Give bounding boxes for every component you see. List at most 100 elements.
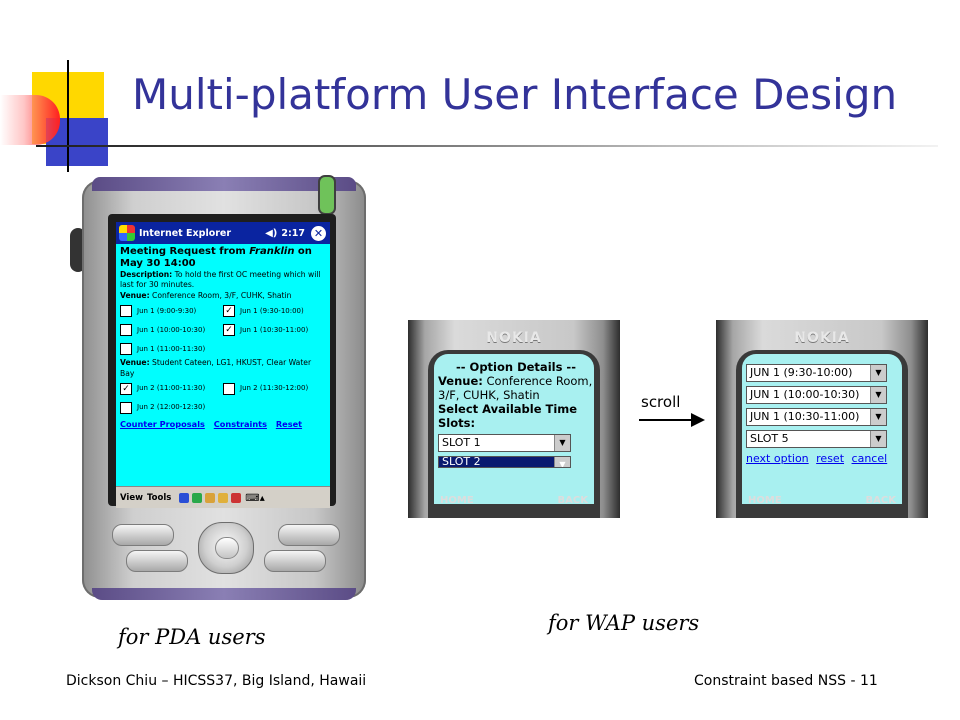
reset-link[interactable]: reset: [816, 452, 845, 465]
slot-select-value: SLOT 5: [750, 432, 789, 445]
venue1: Venue: Conference Room, 3/F, CUHK, Shati…: [120, 291, 326, 301]
right-arrow-icon: [639, 413, 705, 427]
reset-link[interactable]: Reset: [275, 419, 303, 430]
slot-option[interactable]: Jun 2 (11:30-12:00): [223, 382, 326, 395]
pda-meeting-form: Meeting Request from Franklin on May 30 …: [120, 246, 326, 429]
heading-suffix: on: [294, 246, 312, 257]
back-softkey[interactable]: BACK: [557, 495, 588, 506]
slot-option[interactable]: ✓Jun 1 (10:30-11:00): [223, 323, 326, 336]
slot-option[interactable]: Jun 1 (10:00-10:30): [120, 323, 223, 336]
next-option-link[interactable]: next option: [746, 452, 809, 465]
slot-option[interactable]: Jun 1 (9:00-9:30): [120, 304, 223, 317]
close-icon[interactable]: ✕: [311, 225, 326, 241]
phone-softkeys: HOME BACK: [748, 495, 896, 506]
wap-screen-2: JUN 1 (9:30-10:00) ▼ JUN 1 (10:00-10:30) ▼…: [742, 354, 902, 504]
slot-checkbox[interactable]: [120, 323, 132, 336]
slot-checkbox[interactable]: [120, 401, 132, 414]
home-icon[interactable]: [205, 493, 216, 503]
slot-checkbox[interactable]: [120, 304, 132, 317]
slot-label: Jun 2 (12:00-12:30): [137, 403, 206, 412]
slot-select-value: JUN 1 (10:00-10:30): [750, 388, 860, 401]
slot-label: Jun 1 (11:00-11:30): [137, 344, 206, 353]
footer-left: Dickson Chiu – HICSS37, Big Island, Hawa…: [66, 673, 367, 689]
slot-checkbox[interactable]: [223, 382, 235, 395]
constraints-link[interactable]: Constraints: [213, 419, 267, 430]
heading-name: Franklin: [249, 246, 295, 257]
slot-option[interactable]: Jun 1 (11:00-11:30): [120, 342, 224, 355]
windows-start-icon[interactable]: [119, 225, 135, 241]
slot-checkbox[interactable]: ✓: [120, 382, 132, 395]
chevron-down-icon[interactable]: ▼: [870, 387, 886, 403]
pda-hw-button-1[interactable]: [112, 524, 174, 546]
pda-dpad[interactable]: [198, 522, 254, 574]
pda-bottom-band: [92, 588, 356, 600]
wap-venue: Venue: Conference Room, 3/F, CUHK, Shati…: [438, 374, 594, 402]
pda-dpad-center[interactable]: [215, 537, 239, 559]
pda-taskbar: Internet Explorer ◀) 2:17 ✕: [116, 222, 330, 244]
slot-row: Jun 1 (11:00-11:30): [120, 339, 326, 358]
pda-app-title: Internet Explorer: [139, 227, 232, 239]
menu-tools[interactable]: Tools: [146, 493, 172, 503]
slot-select[interactable]: JUN 1 (10:30-11:00)▼: [746, 408, 887, 426]
chevron-down-icon[interactable]: ▼: [554, 457, 570, 467]
slot-checkbox[interactable]: [120, 342, 132, 355]
slot-option[interactable]: ✓ Jun 2 (11:00-11:30): [120, 382, 223, 395]
slide-title: Multi-platform User Interface Design: [132, 70, 898, 119]
pda-hardware-buttons: [112, 518, 340, 578]
slot-option[interactable]: Jun 2 (12:00-12:30): [120, 401, 224, 414]
slot-checkbox[interactable]: ✓: [223, 323, 235, 336]
speaker-icon[interactable]: ◀): [265, 227, 278, 239]
slot-row: Jun 1 (9:00-9:30) ✓ Jun 1 (9:30-10:00): [120, 301, 326, 320]
slot-select-value: SLOT 1: [442, 436, 481, 449]
wap-phone-1: NOKIA -- Option Details -- Venue: Confer…: [408, 320, 620, 518]
back-icon[interactable]: [179, 493, 190, 503]
slot-select-value: JUN 1 (9:30-10:00): [750, 366, 853, 379]
slot-select-1[interactable]: SLOT 1 ▼: [438, 434, 571, 452]
chevron-down-icon[interactable]: ▼: [870, 431, 886, 447]
wap-venue-label: Venue:: [438, 374, 483, 388]
heading-date: May 30 14:00: [120, 258, 196, 269]
pda-hw-button-2[interactable]: [126, 550, 188, 572]
slot-option[interactable]: ✓ Jun 1 (9:30-10:00): [223, 304, 326, 317]
pda-clock: 2:17: [281, 227, 305, 239]
chevron-down-icon[interactable]: ▼: [870, 365, 886, 381]
chevron-down-icon[interactable]: ▼: [554, 435, 570, 451]
phone-softkeys: HOME BACK: [440, 495, 588, 506]
counter-proposals-link[interactable]: Counter Proposals: [120, 419, 205, 430]
home-softkey[interactable]: HOME: [440, 495, 474, 506]
wap-link-row: next option reset cancel: [746, 452, 902, 466]
scroll-label: scroll: [641, 393, 681, 411]
pda-screen: Internet Explorer ◀) 2:17 ✕ Meeting Requ…: [116, 222, 330, 508]
back-softkey[interactable]: BACK: [865, 495, 896, 506]
refresh-icon[interactable]: [192, 493, 203, 503]
slot-select[interactable]: JUN 1 (9:30-10:00) ▼: [746, 364, 887, 382]
slot-select[interactable]: JUN 1 (10:00-10:30) ▼: [746, 386, 887, 404]
venue2-label: Venue:: [120, 358, 150, 368]
description-text: To hold the first OC meeting which will …: [120, 270, 321, 290]
keyboard-icon[interactable]: ⌨▴: [245, 492, 265, 504]
venue2-slot-list: ✓ Jun 2 (11:00-11:30) Jun 2 (11:30-12:00)…: [120, 379, 326, 417]
cancel-link[interactable]: cancel: [851, 452, 888, 465]
slot-label: Jun 2 (11:30-12:00): [240, 384, 309, 393]
slot-label: Jun 1 (10:00-10:30): [137, 325, 206, 334]
favorites-icon[interactable]: [218, 493, 229, 503]
slot-checkbox[interactable]: ✓: [223, 304, 235, 317]
wap-caption: for WAP users: [548, 611, 700, 635]
pda-hw-button-4[interactable]: [264, 550, 326, 572]
home-softkey[interactable]: HOME: [748, 495, 782, 506]
pda-hw-button-3[interactable]: [278, 524, 340, 546]
pda-top-band: [92, 177, 356, 191]
slot-label: Jun 2 (11:00-11:30): [137, 384, 206, 393]
venue1-slot-list: Jun 1 (9:00-9:30) ✓ Jun 1 (9:30-10:00) Ju…: [120, 301, 326, 358]
slot-select[interactable]: SLOT 5 ▼: [746, 430, 887, 448]
wap-screen-1: -- Option Details -- Venue: Conference R…: [434, 354, 594, 504]
footer-right: Constraint based NSS - 11: [694, 673, 878, 689]
option-details-form: -- Option Details -- Venue: Conference R…: [438, 360, 594, 472]
chevron-down-icon[interactable]: ▼: [870, 409, 886, 425]
meeting-heading: Meeting Request from Franklin on May 30 …: [120, 246, 326, 270]
title-vertical-rule: [67, 60, 69, 172]
tools-icon[interactable]: [231, 493, 242, 503]
slot-select-2[interactable]: SLOT 2▼: [438, 456, 571, 468]
slot-label: Jun 1 (9:30-10:00): [240, 306, 304, 315]
menu-view[interactable]: View: [120, 493, 143, 503]
